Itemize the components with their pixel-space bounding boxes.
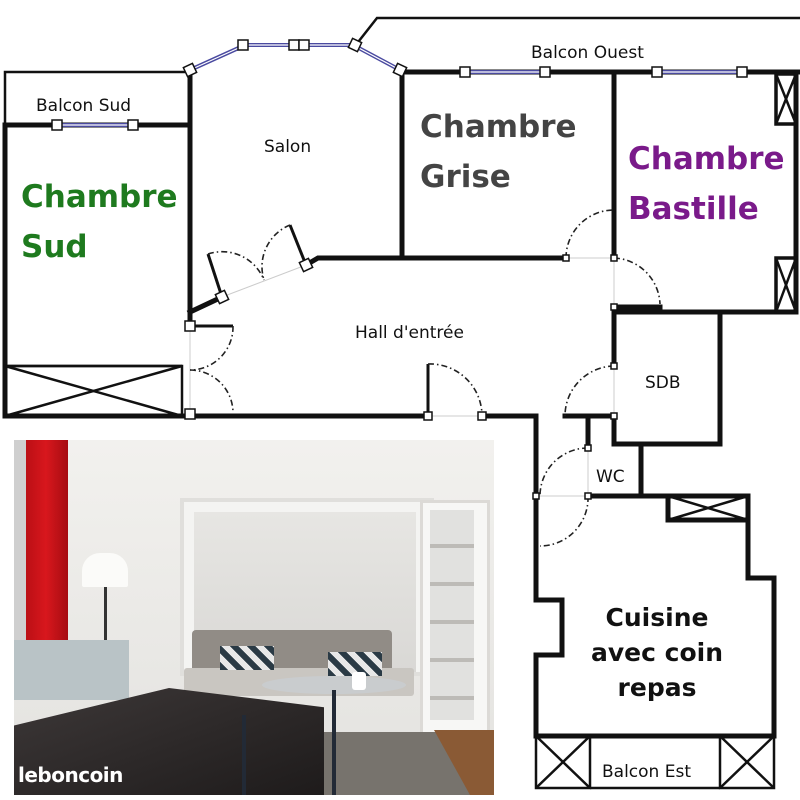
closet-hatch — [3, 72, 798, 790]
photo-door-panes — [430, 510, 474, 720]
room-label-chambre-grise: Chambre Grise — [420, 102, 577, 202]
photo-coffee-table — [262, 676, 406, 694]
room-label-balcon-ouest: Balcon Ouest — [531, 43, 644, 63]
room-label-line: Cuisine — [605, 603, 709, 632]
photo-cushion-left — [220, 646, 274, 670]
room-label-chambre-sud: Chambre Sud — [21, 172, 178, 272]
room-label-sdb: SDB — [645, 373, 681, 393]
room-label-line: Grise — [420, 159, 511, 195]
room-label-line: repas — [617, 673, 697, 702]
room-label-salon: Salon — [264, 137, 312, 157]
photo-chair-leg — [242, 715, 246, 795]
doors — [189, 209, 661, 547]
room-label-hall: Hall d'entrée — [355, 323, 464, 343]
room-label-line: Bastille — [628, 191, 759, 227]
room-label-wc: WC — [596, 467, 625, 487]
room-label-line: avec coin — [590, 638, 723, 667]
room-label-line: Sud — [21, 229, 88, 265]
living-room-photo: leboncoin — [14, 440, 494, 795]
room-label-cuisine: Cuisine avec coin repas — [582, 600, 732, 705]
room-label-line: Chambre — [21, 179, 178, 215]
room-label-balcon-est: Balcon Est — [602, 762, 691, 782]
room-label-line: Chambre — [420, 109, 577, 145]
door-opening-guides — [189, 257, 615, 497]
room-label-line: Chambre — [628, 141, 785, 177]
photo-lamp-stand — [104, 587, 107, 672]
room-label-chambre-bastille: Chambre Bastille — [628, 134, 785, 234]
photo-window-edge — [14, 440, 26, 670]
room-label-balcon-sud: Balcon Sud — [36, 96, 132, 116]
leboncoin-watermark: leboncoin — [18, 763, 123, 787]
photo-chair-leg — [332, 690, 336, 795]
photo-curtain — [24, 440, 68, 670]
photo-vase — [352, 672, 366, 690]
photo-lamp-shade — [82, 553, 128, 587]
photo-armchair — [14, 640, 129, 700]
wall-nodes — [51, 37, 748, 500]
